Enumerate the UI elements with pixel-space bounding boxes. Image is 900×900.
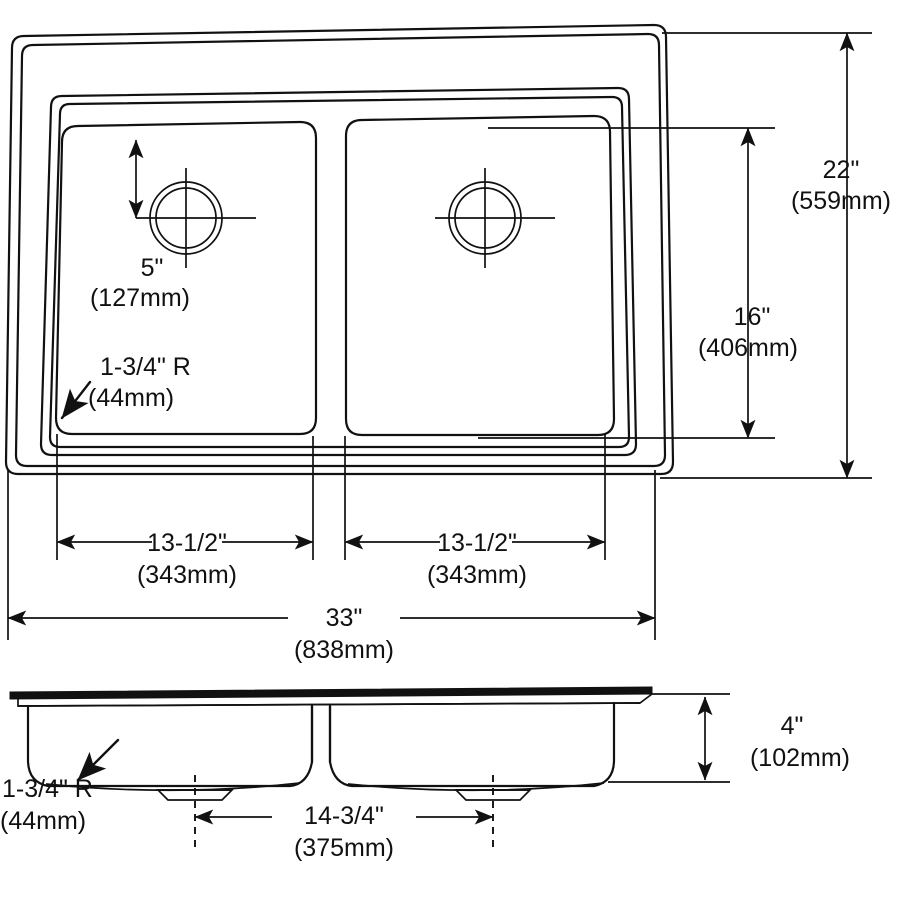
right-bowl-section — [328, 701, 616, 788]
overall-depth-label-in: 22" — [823, 156, 860, 184]
right-bowl-label-mm: (343mm) — [427, 561, 527, 589]
left-drain-opening — [136, 168, 256, 268]
right-drain-opening — [435, 168, 555, 268]
section-rim-slab — [9, 686, 653, 700]
bowl-depth-label-mm: (406mm) — [698, 334, 798, 362]
left-bowl-label-in: 13-1/2" — [147, 529, 227, 557]
horizontal-dimensions-group: 13-1/2" (343mm) 13-1/2" (343mm) 33" (838… — [7, 434, 656, 664]
left-bowl-outline — [54, 120, 318, 436]
vertical-dimensions-group: 22" (559mm) 16" (406mm) — [478, 32, 891, 479]
overall-width-label-in: 33" — [326, 604, 363, 632]
rim-outer-edge — [4, 23, 675, 476]
deck-ledge-outer — [39, 86, 638, 457]
drain-spacing-label-mm: (375mm) — [294, 834, 394, 862]
left-bowl-section — [26, 704, 314, 788]
right-bowl-outline — [344, 114, 616, 437]
overall-depth-label-mm: (559mm) — [791, 187, 891, 215]
section-view-group: 1-3/4" R (44mm) 14-3/4" (375mm) 4" (102m… — [0, 686, 850, 862]
top-view-group: 5" (127mm) 1-3/4" R (44mm) — [4, 23, 675, 476]
bowl-height-label-mm: (102mm) — [750, 744, 850, 772]
left-bowl-label-mm: (343mm) — [137, 561, 237, 589]
corner-radius-leader-section — [76, 738, 120, 782]
corner-radius-leader-top — [60, 380, 92, 420]
bowl-depth-label-in: 16" — [734, 303, 771, 331]
deck-ledge-inner — [48, 95, 631, 449]
bowl-height-label-in: 4" — [781, 712, 804, 740]
corner-radius-side-label-mm: (44mm) — [0, 807, 86, 835]
drain-spacing-label-in: 14-3/4" — [304, 802, 384, 830]
corner-radius-top-label-mm: (44mm) — [88, 384, 174, 412]
corner-radius-side-label-in: 1-3/4" R — [2, 775, 93, 803]
right-bowl-label-in: 13-1/2" — [437, 529, 517, 557]
drain-offset-label-in: 5" — [141, 254, 164, 282]
corner-radius-top-label-in: 1-3/4" R — [100, 353, 191, 381]
rim-inner-edge — [14, 32, 667, 468]
overall-width-label-mm: (838mm) — [294, 636, 394, 664]
drain-offset-label-mm: (127mm) — [90, 284, 190, 312]
